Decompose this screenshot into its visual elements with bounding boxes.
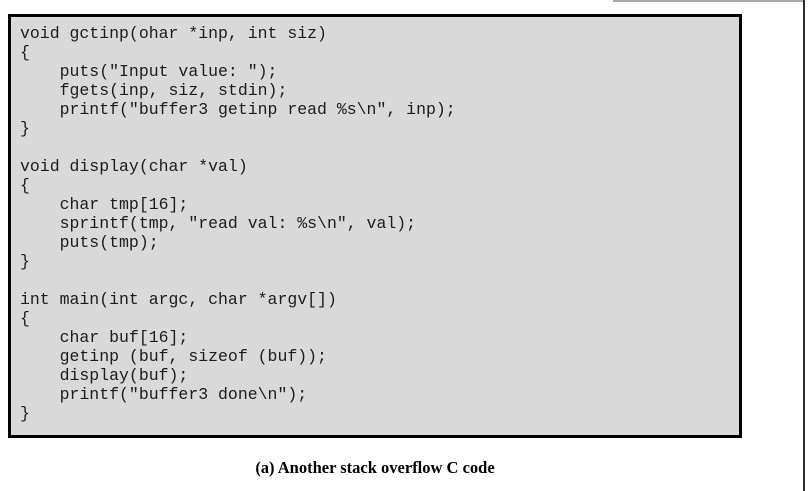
- code-line: sprintf(tmp, "read val: %s\n", val);: [20, 214, 417, 233]
- code-line: printf("buffer3 getinp read %s\n", inp);: [20, 100, 456, 119]
- code-line: puts(tmp);: [20, 233, 159, 252]
- code-line: void gctinp(ohar *inp, int siz): [20, 24, 327, 43]
- figure-caption: (a) Another stack overflow C code: [255, 458, 495, 477]
- code-line: void display(char *val): [20, 157, 248, 176]
- code-line: fgets(inp, siz, stdin);: [20, 81, 288, 100]
- code-line: char tmp[16];: [20, 195, 189, 214]
- code-line: {: [20, 309, 30, 328]
- code-line: [20, 271, 733, 290]
- code-line: }: [20, 252, 30, 271]
- right-edge-rule: [803, 0, 805, 491]
- code-line: getinp (buf, sizeof (buf));: [20, 347, 327, 366]
- code-line: {: [20, 176, 30, 195]
- code-line: {: [20, 43, 30, 62]
- code-listing: void gctinp(ohar *inp, int siz){ puts("I…: [20, 24, 733, 423]
- code-line: char buf[16];: [20, 328, 189, 347]
- code-line: }: [20, 119, 30, 138]
- code-box: void gctinp(ohar *inp, int siz){ puts("I…: [8, 14, 742, 438]
- code-line: puts("Input value: ");: [20, 62, 278, 81]
- code-line: display(buf);: [20, 366, 189, 385]
- code-line: int main(int argc, char *argv[]): [20, 290, 337, 309]
- code-line: }: [20, 404, 30, 423]
- top-partial-rule: [613, 0, 803, 2]
- code-line: [20, 138, 733, 157]
- code-line: printf("buffer3 done\n");: [20, 385, 308, 404]
